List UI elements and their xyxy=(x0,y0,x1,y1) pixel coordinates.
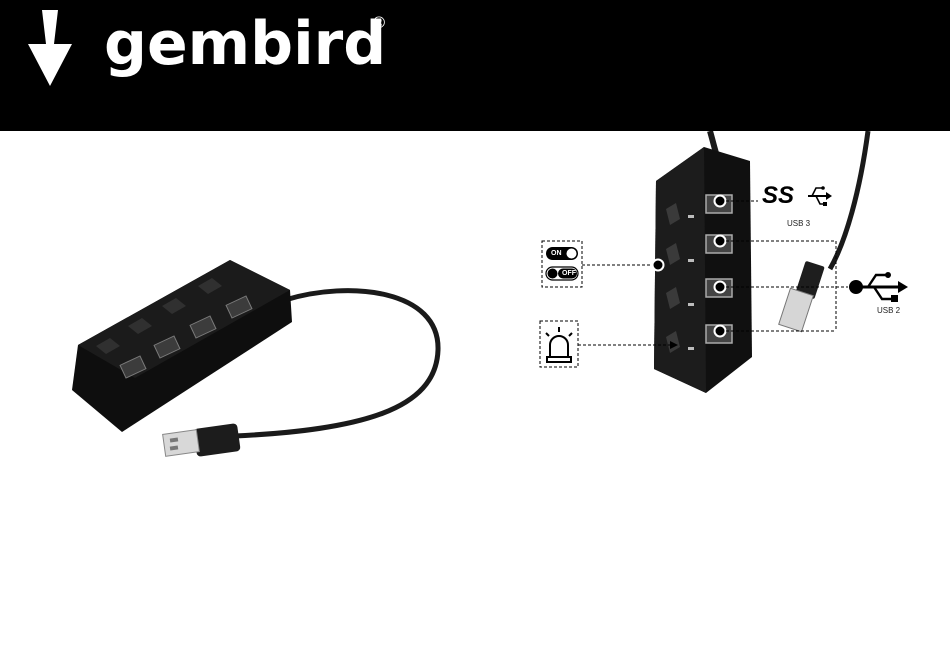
switch-off-label: OFF xyxy=(562,270,576,278)
usb3-label: USB 3 xyxy=(787,219,810,229)
switch-on-label: ON xyxy=(551,250,562,258)
down-arrow-logo-icon xyxy=(28,10,72,86)
usb-icon xyxy=(849,272,908,302)
usb3-ss-symbol: SS xyxy=(762,183,794,209)
header-banner: gembird ® xyxy=(0,0,950,131)
product-photo-hub xyxy=(60,260,450,470)
brand-name: gembird xyxy=(104,8,386,80)
feature-diagram xyxy=(530,131,950,406)
usb2-label: USB 2 xyxy=(877,306,900,316)
registered-mark: ® xyxy=(371,15,387,31)
usb-superspeed-icon xyxy=(808,186,832,206)
